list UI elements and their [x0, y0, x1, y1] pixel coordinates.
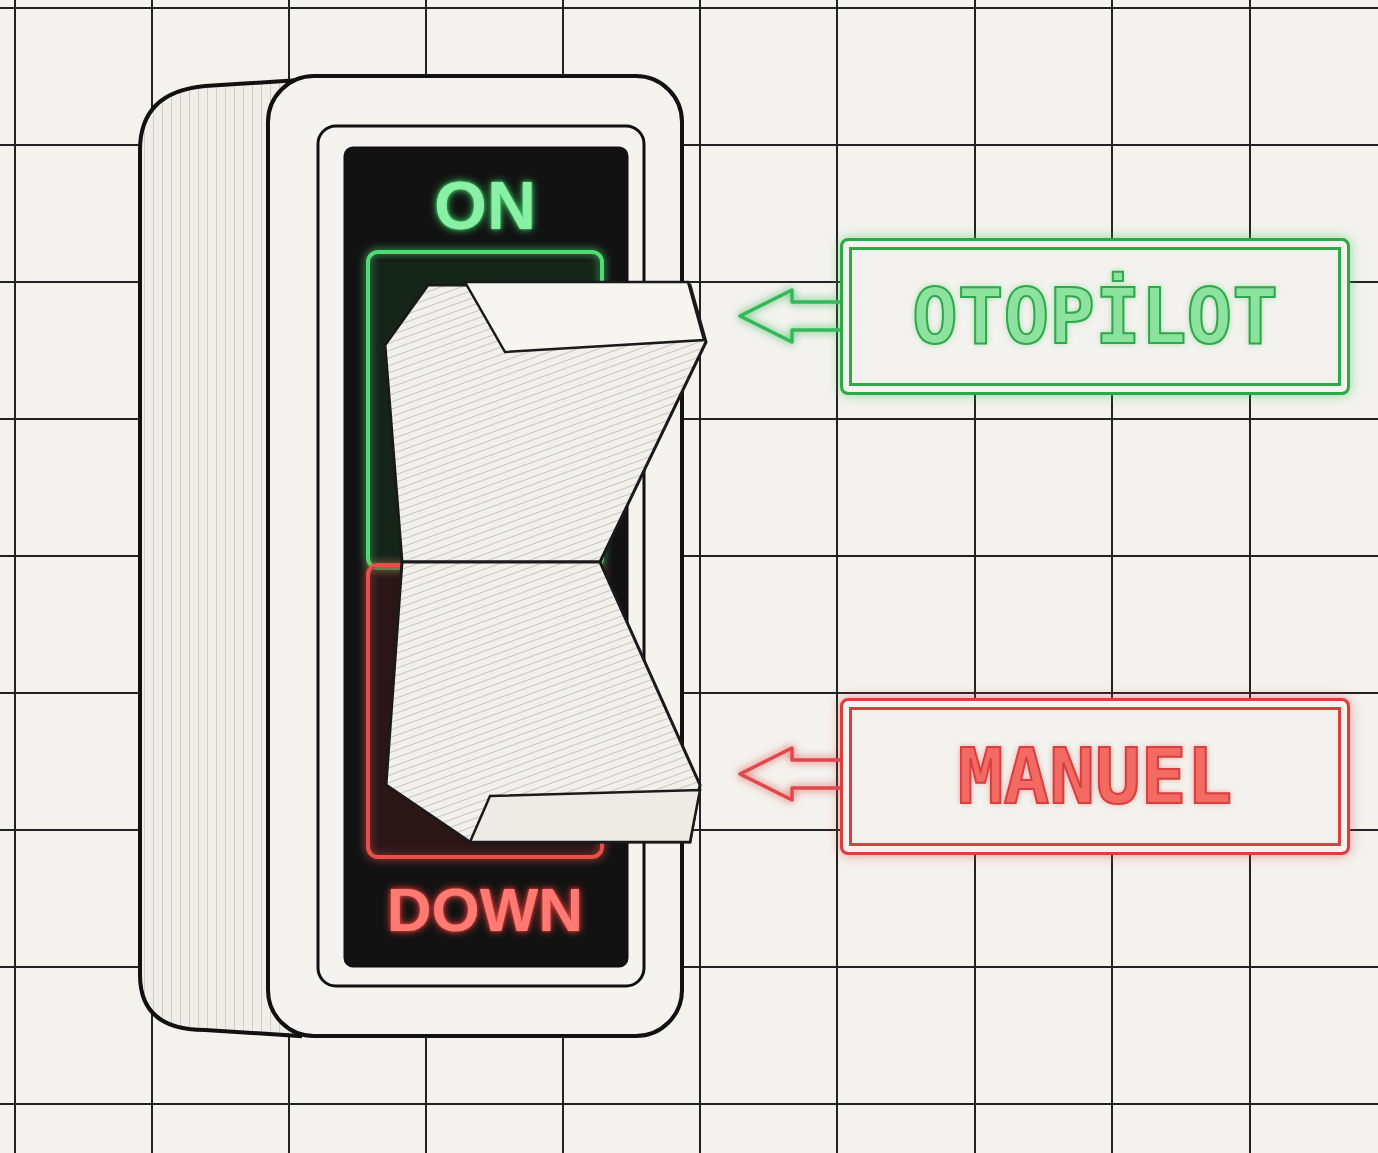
mode-label: OTOPİLOT	[912, 279, 1278, 355]
mode-box: OTOPİLOT	[840, 238, 1350, 395]
grid-line	[1111, 0, 1113, 1153]
manuel-arrow	[740, 748, 840, 800]
grid-line	[0, 7, 1378, 9]
grid-line	[14, 0, 16, 1153]
switch-label: DOWN	[387, 879, 583, 941]
rocker-lower	[386, 562, 700, 842]
otopilot-arrow	[740, 290, 840, 342]
grid-line	[699, 0, 701, 1153]
mode-box: MANUEL	[840, 698, 1350, 855]
switch-label: ON	[434, 171, 536, 239]
grid-line	[836, 0, 838, 1153]
rocker-ridge	[402, 561, 600, 563]
grid-line	[0, 1103, 1378, 1105]
rocker-top-face	[465, 282, 704, 352]
grid-line	[1249, 0, 1251, 1153]
grid-line	[974, 0, 976, 1153]
rocker-bottom-face	[470, 790, 700, 842]
mode-label: MANUEL	[958, 739, 1233, 815]
